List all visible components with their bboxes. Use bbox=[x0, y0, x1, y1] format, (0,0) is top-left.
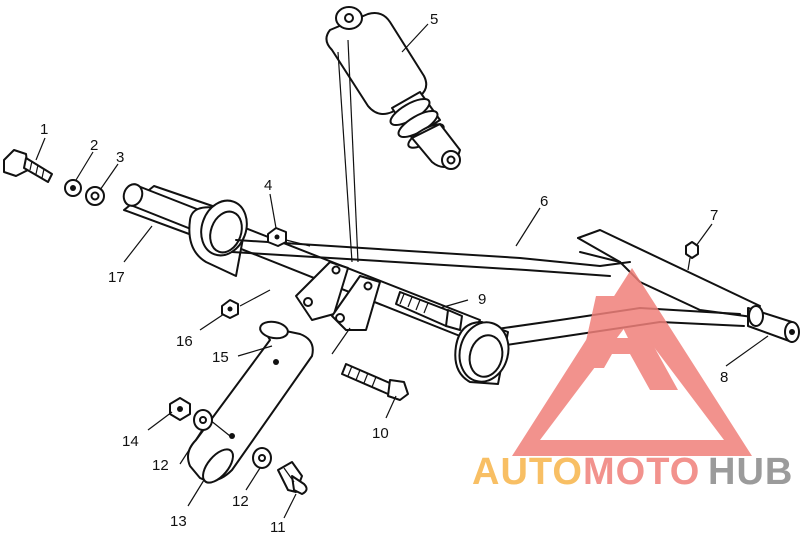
watermark-auto: AUTO bbox=[472, 451, 583, 493]
callout-10: 10 bbox=[372, 425, 389, 442]
washer-12-upper bbox=[193, 409, 213, 431]
callout-12-lower: 12 bbox=[232, 493, 249, 510]
nut-14 bbox=[169, 397, 191, 421]
callout-3: 3 bbox=[116, 149, 124, 166]
control-arm-frame bbox=[231, 229, 761, 347]
washer-3 bbox=[85, 186, 105, 206]
watermark-letter-icon bbox=[580, 296, 678, 390]
bolt-1 bbox=[3, 149, 53, 183]
nut-7 bbox=[685, 241, 699, 259]
watermark-moto: MOTO bbox=[583, 451, 700, 493]
callout-8: 8 bbox=[720, 369, 728, 386]
bolt-10 bbox=[341, 363, 409, 401]
nut-4 bbox=[267, 227, 287, 247]
bolt-9 bbox=[395, 291, 463, 331]
callout-1: 1 bbox=[40, 121, 48, 138]
right-pivot-sleeve bbox=[454, 321, 510, 385]
watermark-triangle-icon bbox=[512, 268, 752, 456]
washer-12-lower bbox=[252, 447, 272, 469]
shock-absorber bbox=[325, 6, 461, 170]
link-arm bbox=[187, 320, 314, 484]
left-pivot-sleeve bbox=[188, 199, 248, 277]
leader-lines bbox=[35, 23, 769, 519]
bolt-11 bbox=[277, 461, 308, 495]
callout-6: 6 bbox=[540, 193, 548, 210]
shock-mount-bracket bbox=[295, 261, 381, 331]
watermark-hub: HUB bbox=[708, 451, 793, 493]
right-axle-tube bbox=[747, 305, 800, 343]
callout-9: 9 bbox=[478, 291, 486, 308]
watermark-logo: AUTO MOTO HUB bbox=[472, 268, 793, 493]
callout-12-upper: 12 bbox=[152, 457, 169, 474]
washer-2 bbox=[64, 179, 82, 197]
callout-16: 16 bbox=[176, 333, 193, 350]
callout-7: 7 bbox=[710, 207, 718, 224]
callout-13: 13 bbox=[170, 513, 187, 530]
callout-17: 17 bbox=[108, 269, 125, 286]
callout-2: 2 bbox=[90, 137, 98, 154]
callout-11: 11 bbox=[270, 519, 286, 535]
callout-labels: 1 2 3 4 5 6 7 8 9 10 11 12 12 13 14 15 1… bbox=[40, 11, 728, 535]
nut-16 bbox=[221, 299, 239, 319]
callout-15: 15 bbox=[212, 349, 229, 366]
callout-4: 4 bbox=[264, 177, 272, 194]
callout-5: 5 bbox=[430, 11, 438, 28]
callout-14: 14 bbox=[122, 433, 139, 450]
